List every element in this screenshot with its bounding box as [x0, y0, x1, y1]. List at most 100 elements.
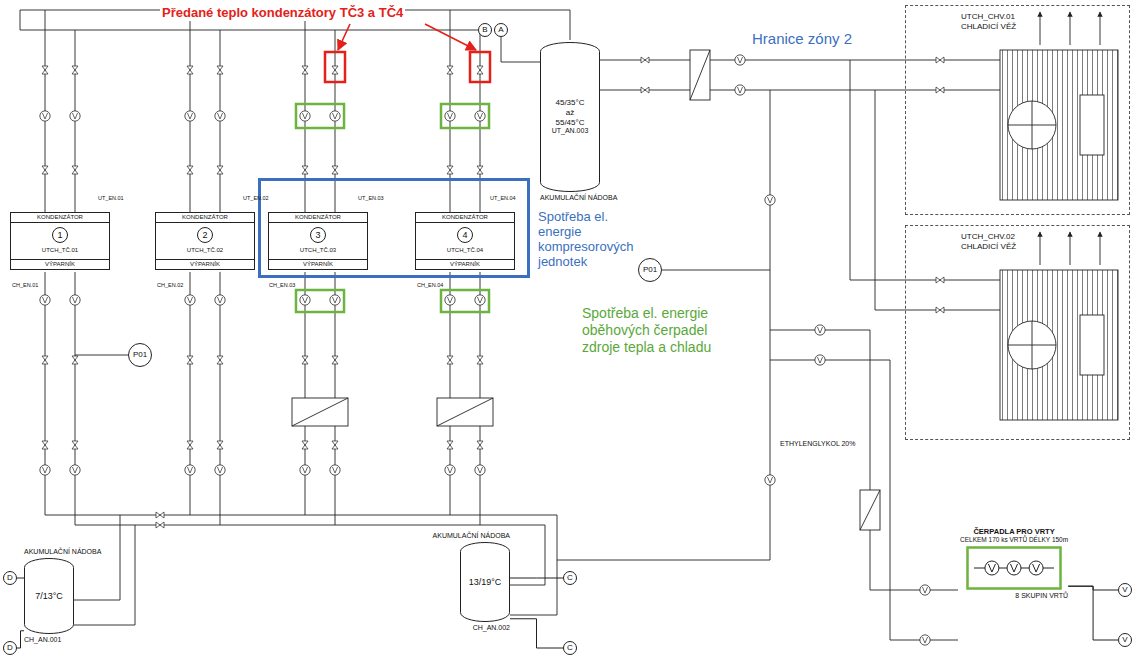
node-text: V — [1122, 636, 1127, 644]
offpage-connector: D — [3, 641, 17, 655]
pump-symbol — [300, 465, 310, 475]
pump-symbol — [70, 465, 80, 475]
node-text: V — [1122, 586, 1127, 594]
valve-symbol — [42, 66, 48, 74]
pipe — [45, 272, 480, 525]
equipment-tag: UT_EN.01 — [98, 195, 124, 202]
heat-exchanger — [690, 50, 710, 100]
red-highlight — [338, 24, 350, 50]
pump-group-outline — [966, 546, 1062, 590]
cooling-tower-drawing — [1070, 232, 1071, 265]
node-text: D — [7, 574, 13, 582]
valve-symbol — [42, 57, 944, 528]
pipe — [45, 10, 480, 212]
tank-outline — [25, 559, 74, 634]
heat-pump-unit: KONDENZÁTOR2UTCH_TČ.02VÝPARNÍK — [155, 212, 255, 270]
pipe — [20, 30, 478, 31]
pump-symbol — [988, 564, 995, 572]
heat-pump-unit: KONDENZÁTOR1UTCH_TČ.01VÝPARNÍK — [10, 212, 110, 270]
cooling-tower-drawing — [1008, 101, 1056, 149]
valve-symbol — [187, 356, 193, 364]
group-note: 8 SKUPIN VRTŮ — [1015, 592, 1068, 600]
node-text: B — [482, 26, 487, 34]
unit-number: 4 — [457, 227, 473, 243]
borehole-pump-group: ČERPADLA PRO VRTYCELKEM 170 ks VRTŮ DÉLK… — [960, 527, 1068, 600]
pump-symbol — [735, 85, 745, 95]
storage-tank: AKUMULAČNÍ NÁDOBA13/19°CCH_AN.002 — [433, 532, 510, 633]
green-highlight — [296, 104, 344, 128]
equipment-tag: UT_EN.03 — [358, 195, 384, 202]
unit-tag: UTCH_TČ.03 — [269, 247, 367, 254]
pump-symbol — [40, 55, 930, 645]
offpage-connector: V — [1118, 633, 1132, 647]
cooling-tower-drawing — [1040, 12, 1041, 45]
offpage-connector: A — [494, 23, 508, 37]
heat-exchanger — [860, 490, 880, 530]
valve-symbol — [477, 356, 483, 364]
heat-exchanger — [690, 50, 710, 100]
pipe — [74, 515, 120, 600]
group-heading: ČERPADLA PRO VRTY — [973, 527, 1054, 536]
heat-exchanger — [437, 398, 493, 426]
tank-temperature: 45/35°C až 55/45°C — [552, 98, 588, 127]
valve-symbol — [447, 441, 453, 449]
valve-symbol — [187, 441, 193, 449]
node-text: C — [567, 644, 573, 652]
valve-symbol — [332, 66, 338, 74]
offpage-connector: C — [563, 571, 577, 585]
group-note: CELKEM 170 ks VRTŮ DÉLKY 150m — [960, 536, 1068, 544]
callout-title: Předané teplo kondenzátory TČ3 a TČ4 — [160, 5, 405, 21]
valve-symbol — [302, 166, 308, 174]
tank-label: AKUMULAČNÍ NÁDOBA — [540, 194, 617, 202]
heat-exchanger — [292, 398, 348, 426]
pump-symbol — [815, 355, 825, 365]
valve-symbol — [156, 522, 164, 528]
pump-symbol — [185, 111, 195, 121]
cooling-tower-drawing — [1080, 315, 1104, 375]
pipe — [501, 37, 540, 62]
valve-symbol — [936, 307, 944, 313]
tank-label: AKUMULAČNÍ NÁDOBA — [433, 532, 510, 540]
valve-symbol — [217, 441, 223, 449]
cooling-tower: UTCH_CHV.02CHLADICÍ VĚŽ — [905, 225, 1130, 440]
pump-symbol — [985, 561, 999, 575]
green-highlight — [296, 290, 344, 312]
green-highlight — [296, 104, 489, 312]
pump-symbol — [185, 295, 195, 305]
valve-symbol — [477, 66, 483, 74]
pipe — [875, 90, 1000, 310]
pump-symbol — [475, 111, 485, 121]
valve-symbol — [641, 57, 649, 63]
unit-part-label: KONDENZÁTOR — [416, 213, 514, 223]
tank-tag: CH_AN.001 — [24, 636, 61, 644]
valve-symbol — [302, 441, 308, 449]
pump-symbol — [215, 465, 225, 475]
pipe — [74, 525, 135, 625]
pump-symbol — [735, 55, 745, 65]
valve-symbol — [42, 356, 48, 364]
pump-symbol — [215, 111, 225, 121]
heat-exchanger — [292, 398, 348, 426]
green-highlight — [441, 290, 489, 312]
cooling-tower-drawing — [1000, 232, 1118, 420]
offpage-connector: D — [3, 571, 17, 585]
valve-symbol — [42, 166, 48, 174]
offpage-connector: C — [563, 641, 577, 655]
equipment-label: CHLADICÍ VĚŽ — [961, 22, 1129, 32]
tank-shell: 7/13°C — [24, 558, 74, 634]
valve-symbol — [936, 87, 944, 93]
valve-symbol — [447, 356, 453, 364]
unit-tag: UTCH_TČ.02 — [156, 247, 254, 254]
node-text: P01 — [643, 266, 657, 274]
pump-symbol — [815, 325, 825, 335]
unit-part-label: KONDENZÁTOR — [156, 213, 254, 223]
pump-symbol — [300, 111, 310, 121]
equipment-label: CHLADICÍ VĚŽ — [961, 242, 1129, 252]
pump-symbol — [40, 111, 50, 121]
tank-tag: UT_AN.003 — [552, 127, 589, 135]
tank-temperature: 7/13°C — [35, 591, 63, 602]
tank-tag: CH_AN.002 — [473, 624, 510, 632]
pipe-connector — [510, 619, 563, 648]
